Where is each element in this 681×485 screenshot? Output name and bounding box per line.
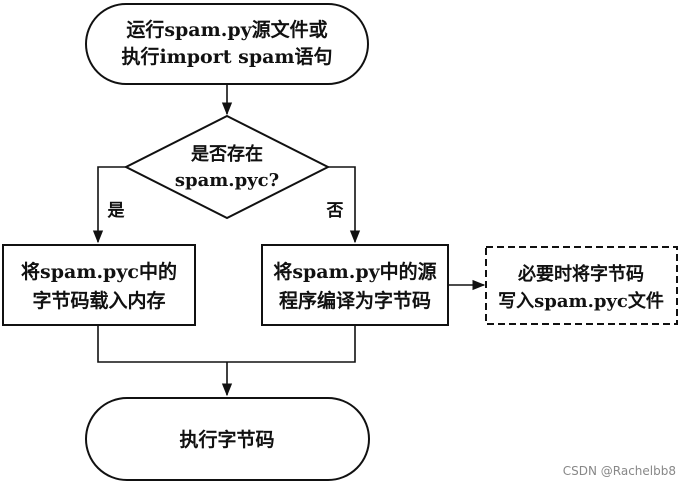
- compile-box-line1: 将spam.py中的源: [273, 260, 436, 283]
- load-bytecode-box: 将spam.pyc中的 字节码载入内存: [2, 244, 196, 326]
- branch-yes-label: 是: [108, 201, 125, 221]
- compile-box-line2: 程序编译为字节码: [279, 289, 431, 312]
- load-box-line2: 字节码载入内存: [32, 289, 165, 312]
- merge-connector: [97, 325, 356, 363]
- decision-line1: 是否存在: [190, 143, 263, 165]
- decision-line2: spam.pyc?: [175, 170, 279, 191]
- end-node: 执行字节码: [85, 397, 370, 481]
- start-node-line2: 执行import spam语句: [121, 45, 332, 68]
- watermark-text: CSDN @Rachelbb8: [563, 464, 676, 478]
- write-pyc-box: 必要时将字节码 写入spam.pyc文件: [485, 246, 678, 325]
- compile-source-box: 将spam.py中的源 程序编译为字节码: [261, 244, 449, 326]
- load-box-line1: 将spam.pyc中的: [21, 260, 177, 283]
- end-node-label: 执行字节码: [179, 428, 274, 451]
- branch-no-label: 否: [326, 201, 344, 221]
- start-node-line1: 运行spam.py源文件或: [126, 18, 327, 41]
- arrow-yes-branch: [92, 166, 126, 244]
- arrow-no-branch: [328, 166, 361, 244]
- write-box-line1: 必要时将字节码: [517, 263, 644, 285]
- start-node: 运行spam.py源文件或 执行import spam语句: [85, 3, 369, 85]
- write-box-line2: 写入spam.pyc文件: [498, 290, 664, 312]
- decision-diamond: 是否存在 spam.pyc?: [123, 114, 331, 220]
